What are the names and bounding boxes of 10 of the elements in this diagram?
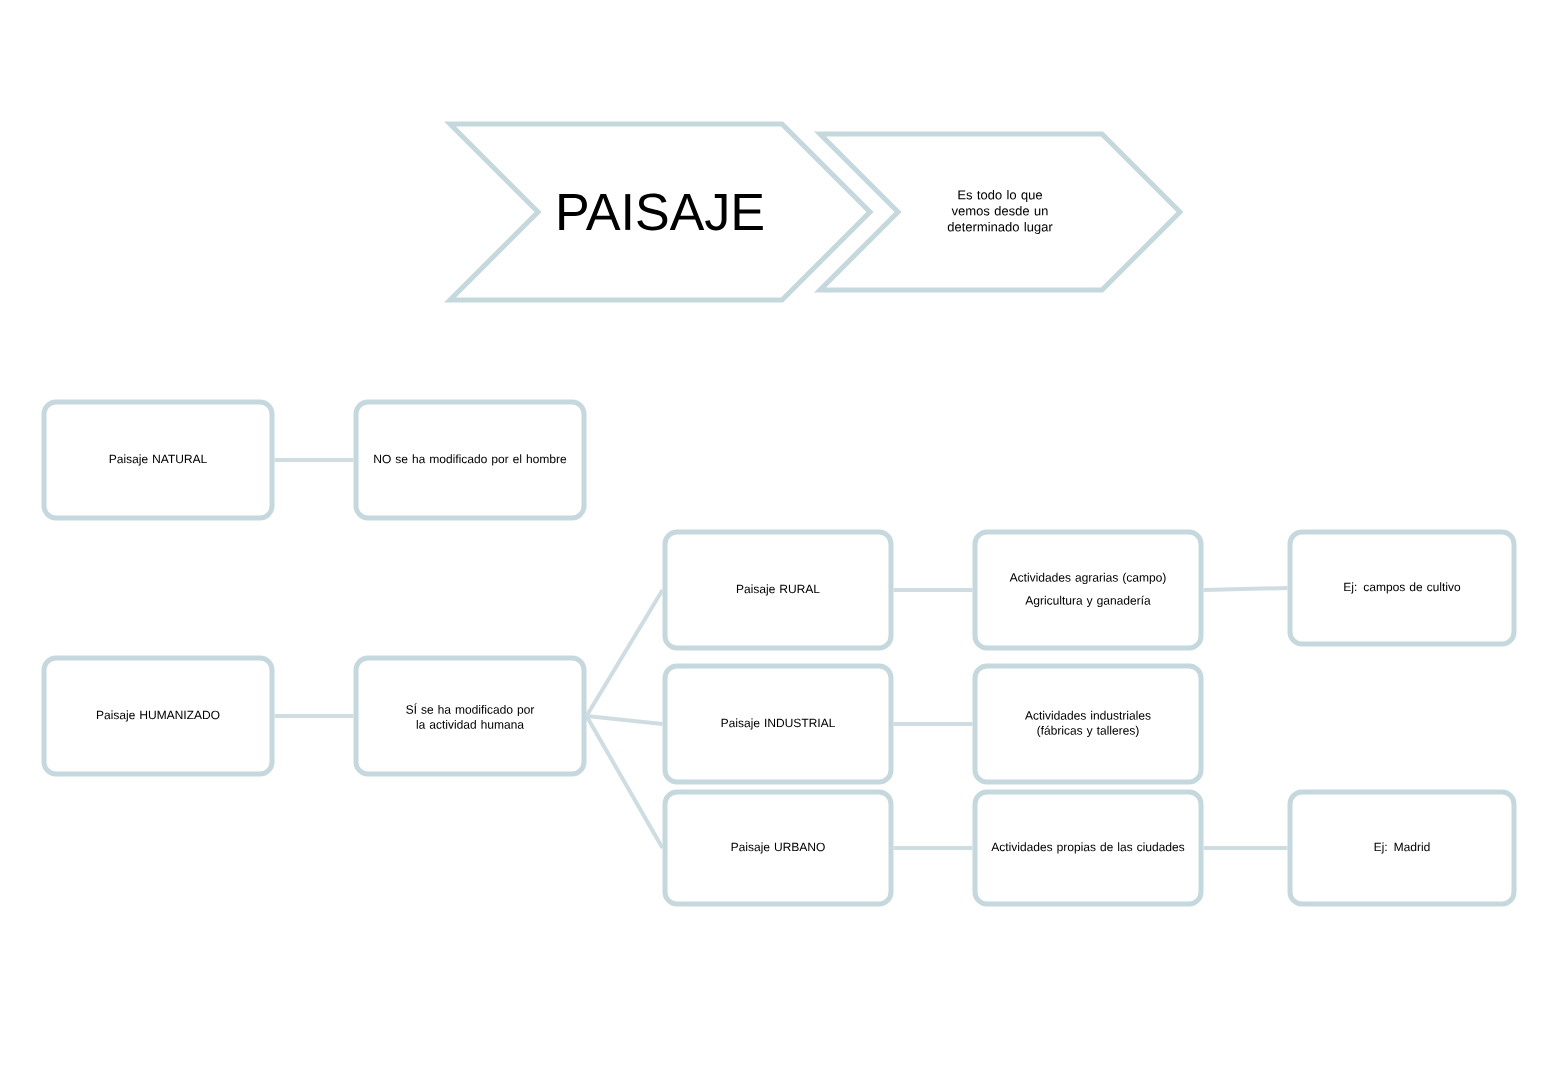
connector-line [1203,846,1288,850]
connector-line [586,714,663,726]
connector-line [893,722,973,726]
connector-line [893,588,973,592]
connector-line [274,458,354,462]
connector-line [584,715,665,849]
connector-line [274,714,354,718]
connector-line [893,846,973,850]
connector-line [1203,586,1288,592]
connector-line [584,588,665,718]
